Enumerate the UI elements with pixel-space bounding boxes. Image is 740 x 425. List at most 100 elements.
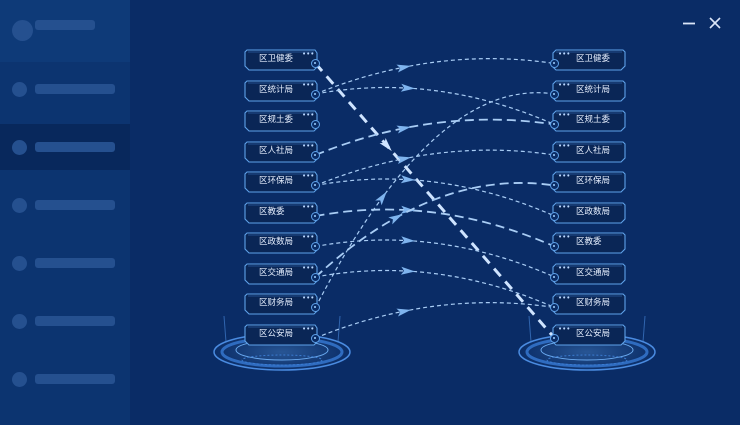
decor-dots: ••• — [302, 80, 315, 89]
connector-port[interactable] — [550, 303, 559, 312]
decor-dots: ••• — [558, 263, 571, 272]
right-node[interactable]: •••区政数局 — [550, 201, 626, 224]
sidebar-item-placeholder[interactable] — [0, 240, 130, 286]
link-path — [315, 149, 555, 187]
connector-port[interactable] — [311, 89, 320, 99]
link-path — [315, 58, 555, 95]
connector-port[interactable] — [550, 242, 559, 251]
link-arrow — [400, 175, 416, 184]
menu-label-placeholder — [35, 316, 115, 326]
connector-port[interactable] — [311, 181, 320, 190]
connector-port[interactable] — [311, 59, 320, 68]
connector-port[interactable] — [550, 89, 559, 99]
connector-port[interactable] — [550, 211, 559, 221]
decor-dots: ••• — [558, 50, 571, 58]
connector-port[interactable] — [550, 59, 559, 68]
decor-dots: ••• — [558, 172, 571, 180]
link-path — [315, 178, 555, 217]
link-path — [314, 92, 555, 308]
node-label: 区交通局 — [576, 267, 611, 278]
link-arrow — [396, 125, 411, 134]
right-node[interactable]: ••• 区教委 — [550, 232, 626, 254]
sidebar-item-placeholder[interactable] — [0, 298, 130, 344]
node-label: 区规土委 — [259, 115, 294, 125]
left-node[interactable]: •••区财务局 — [244, 293, 320, 315]
left-node[interactable]: ••• 区统计局 — [244, 79, 320, 102]
connector-port[interactable] — [550, 272, 559, 282]
decor-dots: ••• — [302, 324, 315, 333]
left-node[interactable]: ••• 区教委 — [244, 201, 320, 224]
menu-label-placeholder — [35, 142, 115, 152]
right-node[interactable]: •••区规土委 — [550, 110, 626, 132]
connector-port[interactable] — [311, 333, 320, 343]
node-label: 区教委 — [576, 237, 602, 247]
link-arrow — [400, 83, 416, 92]
left-node[interactable]: ••• 区规土委 — [244, 110, 320, 132]
right-node[interactable]: •••区人社局 — [550, 140, 626, 163]
decor-dots: ••• — [302, 111, 315, 119]
node-label: 区卫健委 — [259, 54, 294, 64]
sidebar-item-placeholder[interactable] — [0, 182, 130, 228]
decor-dots: ••• — [302, 172, 315, 180]
node-label: 区卫健委 — [576, 54, 611, 64]
right-node[interactable]: ••• 区交通局 — [550, 262, 626, 285]
link-arrow — [400, 266, 416, 275]
decor-dots: ••• — [302, 294, 315, 302]
link-arrow — [400, 205, 416, 214]
left-node[interactable]: •••区交通局 — [244, 262, 320, 285]
link-path — [315, 302, 555, 339]
decor-dots: ••• — [302, 202, 315, 211]
right-node[interactable]: •••区公安局 — [550, 323, 626, 346]
left-node[interactable]: •••区卫健委 — [244, 49, 320, 71]
connector-port[interactable] — [311, 120, 320, 129]
menu-icon-placeholder — [12, 82, 27, 97]
link-path — [314, 182, 555, 278]
right-node[interactable]: •••区财务局 — [550, 293, 626, 315]
connector-port[interactable] — [311, 242, 320, 251]
node-label: 区环保局 — [576, 176, 611, 186]
connector-port[interactable] — [550, 333, 559, 343]
decor-dots: ••• — [558, 233, 571, 241]
left-node[interactable]: •••区公安局 — [244, 323, 320, 346]
node-label: 区政数局 — [576, 206, 611, 217]
connector-port[interactable] — [550, 181, 559, 190]
node-label: 区统计局 — [576, 84, 611, 95]
link-path — [315, 239, 555, 278]
link-path — [315, 208, 555, 248]
connector-port[interactable] — [311, 303, 320, 312]
link-arrow — [396, 308, 411, 317]
link-path — [315, 269, 555, 309]
link-arrow — [400, 236, 416, 245]
link-arrow — [379, 137, 392, 152]
minimize-button[interactable] — [680, 14, 698, 32]
connector-port[interactable] — [550, 150, 559, 160]
title-placeholder — [35, 20, 95, 30]
sidebar — [0, 0, 130, 425]
left-node[interactable]: •••区政数局 — [244, 232, 320, 254]
sidebar-item-placeholder-active[interactable] — [0, 124, 130, 170]
close-button[interactable] — [706, 14, 724, 32]
connector-port[interactable] — [311, 150, 320, 160]
decor-dots: ••• — [558, 141, 571, 150]
link-path — [314, 62, 556, 339]
left-node[interactable]: •••区人社局 — [244, 140, 320, 163]
right-node[interactable]: ••• 区统计局 — [550, 79, 626, 102]
decor-dots: ••• — [558, 80, 571, 89]
connector-port[interactable] — [550, 120, 559, 129]
node-label: 区教委 — [259, 206, 285, 217]
right-node[interactable]: ••• 区环保局 — [550, 171, 626, 193]
decor-dots: ••• — [302, 263, 315, 272]
left-node[interactable]: •••区环保局 — [244, 171, 320, 193]
decor-dots: ••• — [558, 294, 571, 302]
link-path — [315, 118, 555, 156]
menu-label-placeholder — [35, 84, 115, 94]
node-label: 区统计局 — [259, 84, 294, 95]
sidebar-item-placeholder[interactable] — [0, 66, 130, 112]
connector-port[interactable] — [311, 272, 320, 282]
connector-port[interactable] — [311, 211, 320, 221]
minimize-icon — [683, 22, 695, 25]
link-path — [315, 86, 555, 126]
sidebar-item-placeholder[interactable] — [0, 356, 130, 402]
right-node[interactable]: ••• 区卫健委 — [550, 49, 626, 71]
